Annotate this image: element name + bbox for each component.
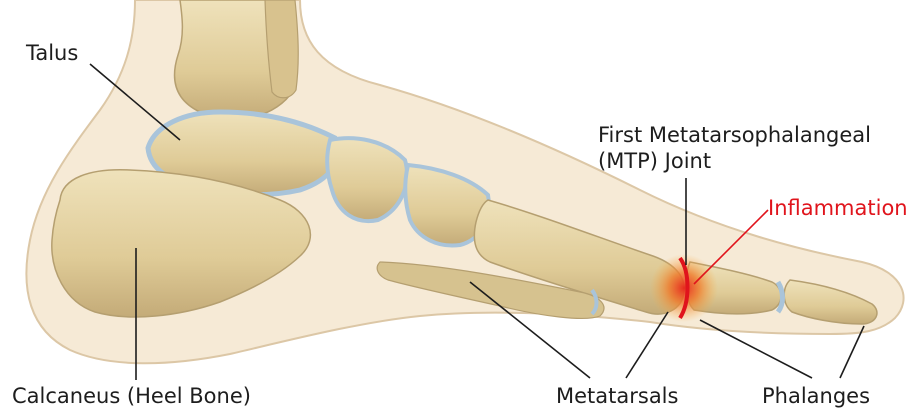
label-talus: Talus [26, 40, 78, 66]
label-mtp-line1: First Metatarsophalangeal [598, 123, 871, 147]
label-first-mtp-joint: First Metatarsophalangeal (MTP) Joint [598, 122, 871, 174]
label-mtp-line2: (MTP) Joint [598, 148, 871, 174]
label-phalanges: Phalanges [762, 383, 870, 409]
label-calcaneus: Calcaneus (Heel Bone) [12, 383, 251, 409]
label-metatarsals: Metatarsals [556, 383, 678, 409]
navicular-bone [327, 138, 407, 221]
label-inflammation: Inflammation [768, 195, 908, 221]
